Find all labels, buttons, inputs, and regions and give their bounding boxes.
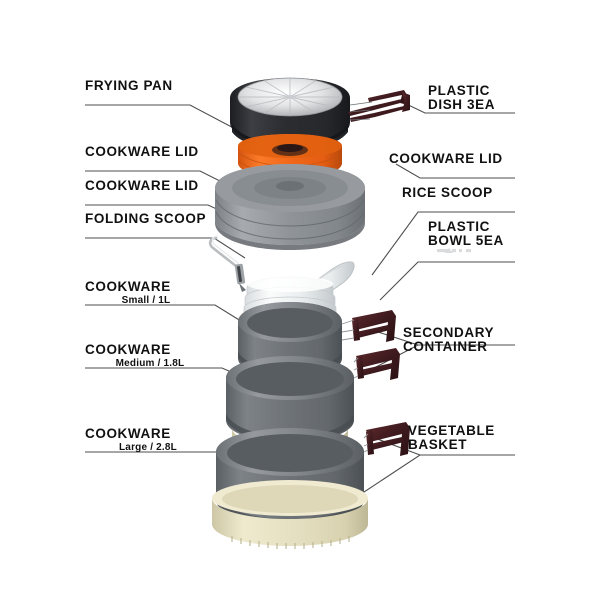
label-cookware-medium: COOKWARE Medium / 1.8L xyxy=(85,342,215,370)
frying-pan-part xyxy=(230,77,410,150)
faint-watermark-artifact xyxy=(437,248,471,253)
label-secondary-container-line1: SECONDARY xyxy=(403,325,495,340)
label-cookware-small: COOKWARE Small / 1L xyxy=(85,279,207,307)
pot-handle-small xyxy=(352,310,396,342)
label-cookware-medium-text: COOKWARE xyxy=(85,342,171,357)
label-cookware-large-size: Large / 2.8L xyxy=(119,442,177,453)
label-cookware-small-size: Small / 1L xyxy=(121,295,171,306)
vegetable-basket-part xyxy=(212,480,368,549)
label-plastic-bowl-line2: BOWL 5EA xyxy=(428,233,504,248)
lid-ribs xyxy=(215,199,365,240)
brushed-metal-rays xyxy=(238,78,342,116)
label-folding-scoop: FOLDING SCOOP xyxy=(85,211,206,226)
label-frying-pan: FRYING PAN xyxy=(85,78,173,93)
label-plastic-bowl-line1: PLASTIC xyxy=(428,219,490,234)
label-rice-scoop: RICE SCOOP xyxy=(402,185,493,200)
pot-handle-large xyxy=(366,422,410,456)
label-cookware-lid-right: COOKWARE LID xyxy=(389,151,503,166)
pot-handle-medium xyxy=(356,348,400,380)
pan-handle xyxy=(348,90,410,122)
label-cookware-large: COOKWARE Large / 2.8L xyxy=(85,426,211,454)
label-vegetable-basket-line2: BASKET xyxy=(408,437,468,452)
label-vegetable-basket-line1: VEGETABLE xyxy=(408,423,495,438)
label-rice-scoop-text: RICE SCOOP xyxy=(402,185,493,200)
label-folding-scoop-text: FOLDING SCOOP xyxy=(85,211,207,226)
gray-cookware-lid-part xyxy=(215,164,365,250)
label-secondary-container: SECONDARY CONTAINER xyxy=(403,326,494,354)
label-vegetable-basket: VEGETABLE BASKET xyxy=(408,424,495,452)
label-cookware-lid-2: COOKWARE LID xyxy=(85,178,199,193)
pot-handles xyxy=(341,310,410,456)
label-cookware-lid-right-text: COOKWARE LID xyxy=(389,151,503,166)
basket-perforations xyxy=(231,536,350,549)
label-secondary-container-line2: CONTAINER xyxy=(403,339,488,354)
folding-scoop-part xyxy=(208,235,246,292)
label-cookware-lid-1: COOKWARE LID xyxy=(85,144,199,159)
label-frying-pan-text: FRYING PAN xyxy=(85,78,173,93)
label-cookware-medium-size: Medium / 1.8L xyxy=(115,358,185,369)
label-plastic-bowl: PLASTIC BOWL 5EA xyxy=(428,220,504,248)
label-cookware-large-text: COOKWARE xyxy=(85,426,171,441)
label-cookware-lid-1-text: COOKWARE LID xyxy=(85,144,199,159)
label-plastic-dish-line1: PLASTIC xyxy=(428,83,490,98)
label-plastic-dish: PLASTIC DISH 3EA xyxy=(428,84,495,112)
label-plastic-dish-line2: DISH 3EA xyxy=(428,97,496,112)
label-cookware-lid-2-text: COOKWARE LID xyxy=(85,178,199,193)
label-cookware-small-text: COOKWARE xyxy=(85,279,171,294)
